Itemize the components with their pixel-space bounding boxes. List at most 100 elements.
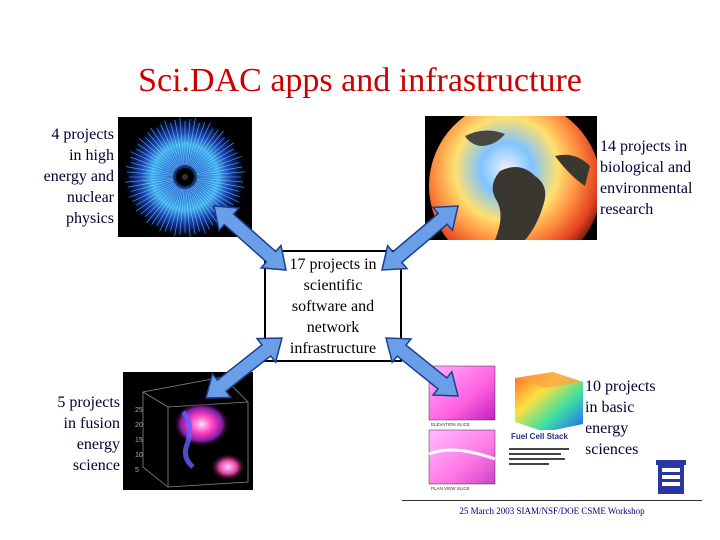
burst-ray bbox=[145, 137, 177, 169]
label-line: energy and bbox=[43, 168, 114, 185]
fuel-cell-title: Fuel Cell Stack bbox=[511, 432, 568, 441]
label-line: network bbox=[306, 319, 360, 336]
burst-ray bbox=[125, 177, 174, 183]
burst-ray bbox=[150, 127, 179, 168]
burst-ray bbox=[196, 166, 243, 176]
burst-ray bbox=[179, 117, 185, 166]
label-line: energy bbox=[76, 436, 120, 453]
burst-ray bbox=[135, 183, 176, 212]
burst-ray bbox=[170, 188, 183, 232]
burst-ray bbox=[160, 124, 181, 167]
burst-ray bbox=[132, 181, 175, 202]
burst-ray bbox=[128, 180, 174, 198]
fusion-plasma-image: 25 20 15 10 5 bbox=[123, 372, 253, 490]
burst-ray bbox=[127, 178, 174, 188]
label-fusion-energy-science: 5 projects in fusion energy science bbox=[16, 392, 120, 476]
label-line: in fusion bbox=[63, 415, 120, 432]
burst-ray bbox=[125, 166, 174, 176]
arrow-to-top-left bbox=[213, 205, 287, 271]
arrow-to-top-right bbox=[381, 205, 459, 271]
burst-ray bbox=[188, 188, 206, 234]
label-line: 4 projects bbox=[51, 126, 114, 143]
burst-ray bbox=[192, 130, 224, 168]
burst-ray bbox=[130, 151, 175, 173]
elevation-slice-label: ELEVATION SLICE bbox=[431, 422, 470, 427]
burst-ray bbox=[164, 188, 182, 232]
label-line: software and bbox=[291, 298, 375, 315]
burst-ray bbox=[127, 171, 174, 177]
label-line: 17 projects in bbox=[289, 256, 377, 273]
burst-ray bbox=[196, 171, 245, 177]
burst-ray bbox=[187, 122, 200, 166]
label-line: biological and bbox=[600, 159, 692, 176]
label-line: physics bbox=[66, 210, 114, 227]
burst-ray bbox=[136, 148, 175, 172]
burst-ray bbox=[145, 185, 177, 217]
burst-ray bbox=[196, 179, 240, 192]
axis-tick: 10 bbox=[135, 452, 143, 459]
burst-ray bbox=[191, 186, 220, 227]
label-line: scientific bbox=[303, 277, 363, 294]
burst-ray bbox=[195, 181, 240, 203]
burst-ray bbox=[195, 152, 238, 173]
burst-ray bbox=[196, 180, 240, 198]
label-line: 10 projects bbox=[585, 378, 656, 395]
burst-ray bbox=[164, 120, 182, 166]
burst-ray bbox=[170, 122, 183, 166]
axis-tick: 25 bbox=[135, 407, 143, 414]
burst-ray bbox=[196, 162, 240, 175]
label-line: 14 projects in bbox=[600, 138, 688, 155]
label-basic-energy-sciences: 10 projects in basic energy sciences bbox=[585, 376, 695, 460]
burst-ray bbox=[151, 186, 179, 225]
burst-ray bbox=[196, 178, 245, 188]
burst-ray bbox=[185, 188, 191, 237]
label-line: sciences bbox=[585, 441, 639, 458]
burst-ray bbox=[137, 143, 176, 171]
label-line: in high bbox=[69, 147, 114, 164]
plan-view-slice-label: PLAN VIEW SLICE bbox=[431, 486, 470, 491]
burst-ray bbox=[174, 188, 184, 237]
center-infrastructure-box: 17 projects in scientific software and n… bbox=[264, 250, 402, 362]
burst-ray bbox=[138, 138, 176, 170]
arrow-to-bottom-left bbox=[205, 337, 283, 399]
burst-ray bbox=[194, 139, 230, 170]
burst-ray bbox=[189, 187, 210, 230]
burst-ray bbox=[186, 188, 196, 235]
burst-ray bbox=[140, 184, 176, 215]
burst-ray bbox=[190, 128, 214, 167]
burst-ray bbox=[188, 122, 206, 166]
burst-ray bbox=[196, 177, 243, 183]
burst-ray bbox=[159, 187, 181, 232]
doe-logo-icon bbox=[656, 460, 686, 501]
label-high-energy-nuclear-physics: 4 projects in high energy and nuclear ph… bbox=[8, 124, 114, 229]
burst-ray bbox=[194, 183, 233, 211]
label-line: infrastructure bbox=[289, 340, 377, 357]
burst-ray bbox=[179, 188, 185, 235]
slide-title: Sci.DAC apps and infrastructure bbox=[138, 62, 582, 99]
burst-ray bbox=[130, 179, 174, 192]
label-line: 5 projects bbox=[57, 394, 120, 411]
label-line: nuclear bbox=[66, 189, 114, 206]
burst-ray bbox=[186, 117, 196, 166]
label-line: in basic bbox=[585, 399, 635, 416]
burst-ray bbox=[187, 188, 200, 232]
footer-text: 25 March 2003 SIAM/NSF/DOE CSME Workshop bbox=[459, 506, 645, 516]
axis-tick: 5 bbox=[135, 467, 139, 474]
label-biological-environmental-research: 14 projects in biological and environmen… bbox=[600, 136, 718, 220]
label-line: research bbox=[600, 201, 654, 218]
burst-ray bbox=[136, 182, 175, 206]
burst-ray bbox=[196, 156, 242, 174]
burst-ray bbox=[130, 156, 174, 174]
label-line: energy bbox=[585, 420, 629, 437]
burst-ray bbox=[190, 187, 214, 226]
footer-divider bbox=[402, 500, 702, 501]
burst-ray bbox=[156, 187, 180, 226]
burst-ray bbox=[185, 119, 191, 166]
burst-ray bbox=[189, 122, 211, 167]
burst-ray bbox=[174, 119, 184, 166]
burst-ray bbox=[130, 162, 174, 175]
burst-ray bbox=[156, 128, 180, 167]
burst-ray bbox=[193, 137, 225, 169]
burst-ray bbox=[195, 148, 234, 172]
arrow-to-bottom-right bbox=[385, 337, 459, 397]
